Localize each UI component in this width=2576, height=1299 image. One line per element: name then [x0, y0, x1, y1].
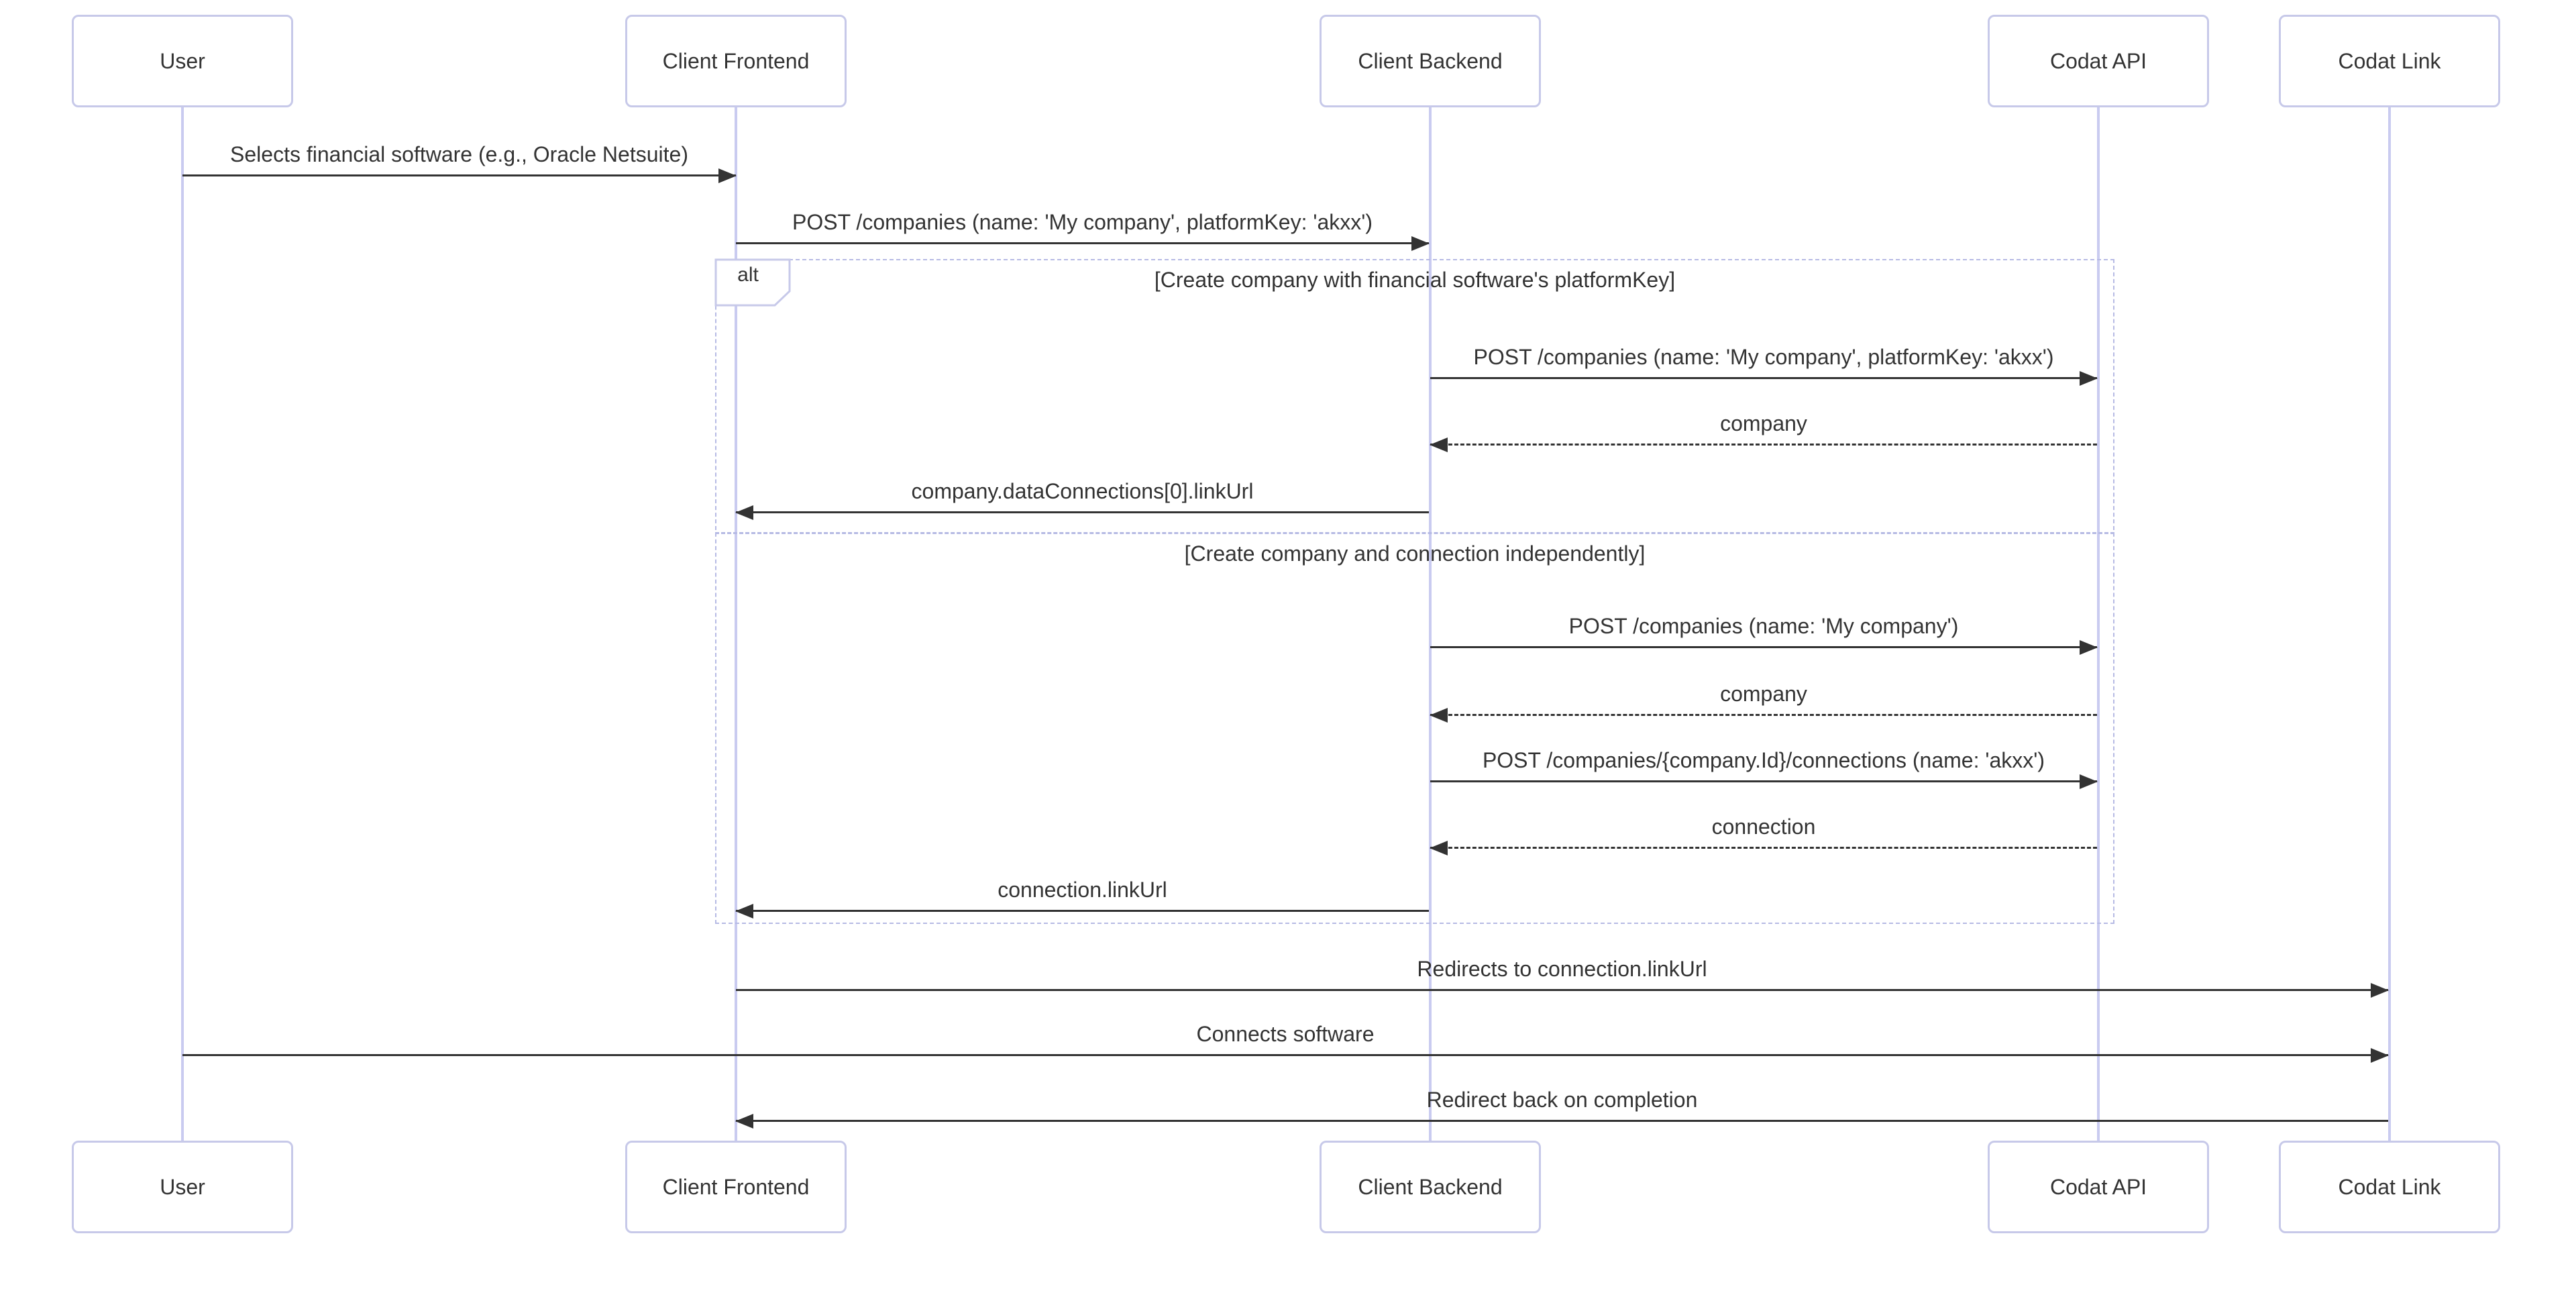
arrow-line [1430, 640, 2098, 655]
participant-label: Codat Link [2338, 1174, 2441, 1199]
arrowhead-icon [735, 1114, 753, 1129]
alt-label: alt [714, 258, 791, 307]
arrowhead-icon [1411, 236, 1430, 251]
message-label: company [1720, 411, 1807, 435]
arrowhead-icon [2371, 983, 2389, 998]
message-connection-return: connection [1430, 814, 2097, 855]
participant-label: Client Frontend [662, 1174, 810, 1199]
message-redirects-linkurl: Redirects to connection.linkUrl [736, 956, 2389, 998]
alt-else-divider [715, 532, 2114, 534]
participant-label: Codat API [2049, 48, 2147, 73]
participant-client-backend-bottom: Client Backend [1320, 1141, 1541, 1233]
arrow-line [182, 168, 737, 183]
participant-label: User [160, 48, 205, 73]
alt-label-shape [714, 258, 791, 307]
lifeline-user [181, 107, 184, 1142]
message-connection-linkurl: connection.linkUrl [735, 877, 1429, 919]
arrowhead-icon [1430, 437, 1448, 452]
arrowhead-icon [735, 505, 753, 520]
message-label: connection [1711, 815, 1816, 839]
arrow-line [182, 1048, 2389, 1063]
arrowhead-icon [1430, 841, 1448, 855]
message-label: POST /companies/{company.Id}/connections… [1482, 748, 2045, 772]
message-post-companies-platformkey-frontend: POST /companies (name: 'My company', pla… [736, 209, 1430, 251]
arrow-line-dashed [1430, 437, 2097, 452]
participant-client-frontend-bottom: Client Frontend [625, 1141, 847, 1233]
arrowhead-icon [735, 904, 753, 919]
alt-condition-2: [Create company and connection independe… [1184, 541, 1646, 566]
message-post-connections: POST /companies/{company.Id}/connections… [1430, 747, 2098, 789]
arrowhead-icon [718, 168, 737, 183]
arrow-line [736, 983, 2389, 998]
participant-codat-link-bottom: Codat Link [2279, 1141, 2500, 1233]
message-label: Connects software [1196, 1022, 1375, 1046]
message-post-companies: POST /companies (name: 'My company') [1430, 613, 2098, 655]
message-company-return-2: company [1430, 681, 2097, 723]
alt-condition-1: [Create company with financial software'… [1154, 268, 1676, 292]
message-label: POST /companies (name: 'My company') [1568, 614, 1959, 638]
arrow-line [735, 904, 1429, 919]
alt-label-text: alt [737, 264, 759, 286]
participant-label: Codat Link [2338, 48, 2441, 73]
message-label: connection.linkUrl [998, 878, 1167, 902]
message-post-companies-platformkey-backend: POST /companies (name: 'My company', pla… [1430, 344, 2098, 386]
lifeline-codat-link [2388, 107, 2391, 1142]
arrow-line [1430, 371, 2098, 386]
participant-label: User [160, 1174, 205, 1199]
arrow-line [735, 1114, 2388, 1129]
message-label: Selects financial software (e.g., Oracle… [230, 142, 688, 166]
arrow-line [736, 236, 1430, 251]
participant-user-top: User [72, 15, 293, 107]
participant-codat-api-top: Codat API [1988, 15, 2209, 107]
participant-label: Client Frontend [662, 48, 810, 73]
arrowhead-icon [1430, 708, 1448, 723]
lifeline-codat-api [2097, 107, 2100, 1142]
message-label: company.dataConnections[0].linkUrl [911, 479, 1254, 503]
arrow-line-dashed [1430, 841, 2097, 855]
message-label: Redirect back on completion [1426, 1088, 1698, 1112]
arrowhead-icon [2080, 371, 2098, 386]
participant-label: Client Backend [1358, 1174, 1503, 1199]
message-label: POST /companies (name: 'My company', pla… [1473, 345, 2054, 369]
arrow-line-dashed [1430, 708, 2097, 723]
participant-label: Client Backend [1358, 48, 1503, 73]
arrow-line [735, 505, 1429, 520]
participant-codat-api-bottom: Codat API [1988, 1141, 2209, 1233]
participant-label: Codat API [2049, 1174, 2147, 1199]
message-label: POST /companies (name: 'My company', pla… [792, 210, 1373, 234]
participant-client-backend-top: Client Backend [1320, 15, 1541, 107]
participant-codat-link-top: Codat Link [2279, 15, 2500, 107]
message-label: company [1720, 682, 1807, 706]
arrowhead-icon [2080, 774, 2098, 789]
lifeline-client-frontend [735, 107, 737, 1142]
message-redirect-back: Redirect back on completion [735, 1087, 2388, 1129]
message-select-software: Selects financial software (e.g., Oracle… [182, 142, 737, 183]
alt-frame [715, 259, 2114, 924]
message-company-return-1: company [1430, 411, 2097, 452]
lifeline-client-backend [1429, 107, 1432, 1142]
arrowhead-icon [2080, 640, 2098, 655]
participant-client-frontend-top: Client Frontend [625, 15, 847, 107]
message-dataconnections-linkurl: company.dataConnections[0].linkUrl [735, 478, 1429, 520]
participant-user-bottom: User [72, 1141, 293, 1233]
message-connects-software: Connects software [182, 1021, 2389, 1063]
arrowhead-icon [2371, 1048, 2389, 1063]
arrow-line [1430, 774, 2098, 789]
message-label: Redirects to connection.linkUrl [1417, 957, 1707, 981]
